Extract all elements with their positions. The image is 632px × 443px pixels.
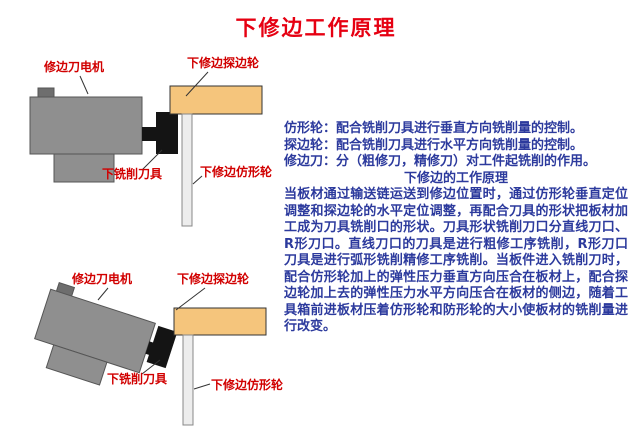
definition-trimmer: 修边刀：分（粗修刀，精修刀）对工件起铣削的作用。 [284,154,597,169]
cutter-top [156,112,178,154]
leader-edge-wheel-bottom [175,287,206,311]
label-cutter-bottom: 下铣削刀具 [107,372,168,386]
definition-edge-wheel: 探边轮：配合铣削刀具进行水平方向铣削量的控制。 [284,137,584,153]
leader-lines-bottom [97,287,211,390]
label-motor-bottom: 修边刀电机 [72,272,133,286]
board-bottom [173,307,267,336]
shaft-top [142,127,158,141]
principle-heading: 下修边的工作原理 [403,170,508,186]
motor-step-top [53,153,115,183]
motor-body-top [29,96,143,155]
motor-step-bottom [45,344,108,386]
profile-wheel-bar-top [181,113,193,227]
label-edge-wheel-top: 下修边探边轮 [187,56,260,70]
page-title: 下修边工作原理 [235,16,397,40]
principle-paragraph: 当板材通过输送链运送到修边位置时，通过仿形轮垂直定位调整和探边轮的水平定位调整，… [284,187,628,334]
leader-cutter-bottom [141,359,161,375]
label-cutter-top: 下铣削刀具 [102,167,163,181]
cutter-bottom [146,325,178,369]
motor-bottom-group [34,281,165,386]
label-profile-wheel-bottom: 下修边仿形轮 [211,378,284,392]
board-top [169,85,263,115]
leader-motor-top [79,75,89,95]
label-motor-top: 修边刀电机 [44,60,105,74]
bottom-diagram [34,281,267,426]
leader-profile-wheel-bottom [193,383,211,390]
top-diagram [29,71,263,227]
definition-profile-wheel: 仿形轮：配合铣削刀具进行垂直方向铣削量的控制。 [284,121,584,136]
profile-wheel-bar-bottom [182,334,194,426]
leader-edge-wheel-top [185,71,209,97]
leader-motor-bottom [97,287,109,301]
leader-lines-top [79,71,209,185]
label-profile-wheel-top: 下修边仿形轮 [200,165,273,179]
leader-cutter-top [141,149,163,171]
leader-profile-wheel-top [192,175,203,185]
explanation-panel: 仿形轮：配合铣削刀具进行垂直方向铣削量的控制。 探边轮：配合铣削刀具进行水平方向… [284,121,628,336]
label-edge-wheel-bottom: 下修边探边轮 [177,272,250,286]
